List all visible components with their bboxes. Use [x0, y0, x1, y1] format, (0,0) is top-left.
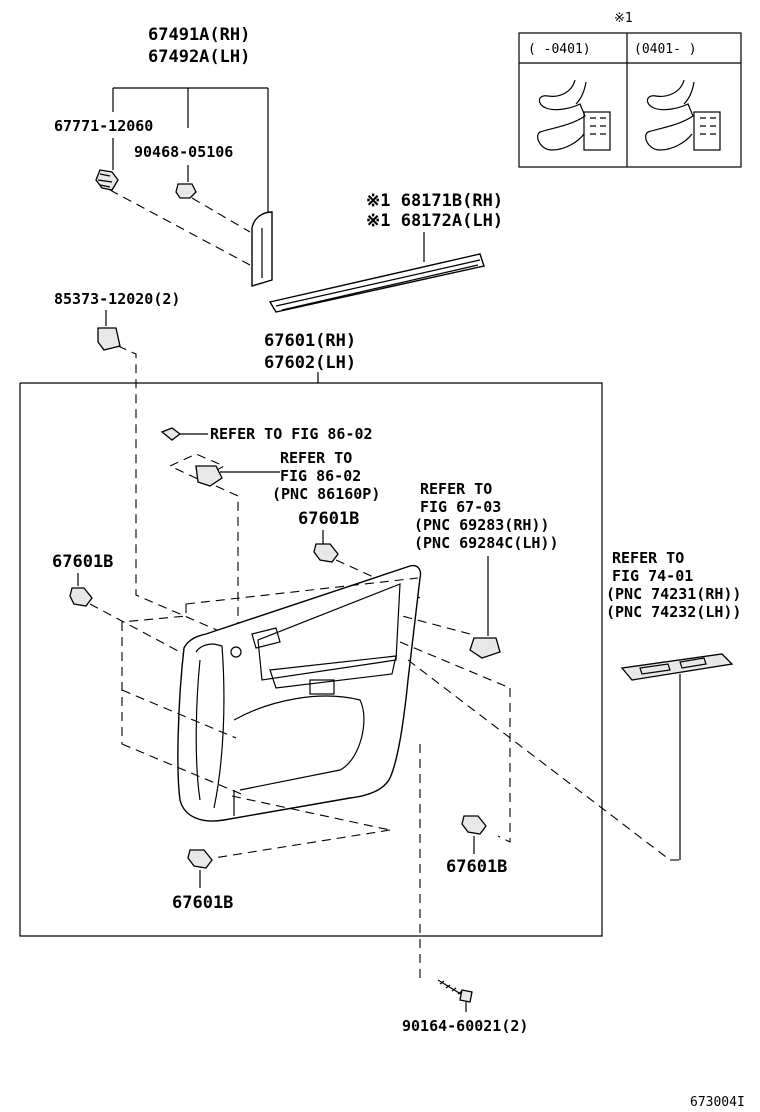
label-90468-05106: 90468-05106	[134, 143, 233, 161]
label-refer-67-03-4: (PNC 69284C(LH))	[414, 534, 559, 552]
nut-90468-icon	[175, 183, 197, 199]
weatherstrip-section-new	[645, 79, 721, 151]
label-clip-left: 67601B	[52, 552, 113, 572]
inset-col1-header: ( -0401)	[528, 42, 591, 57]
label-refer-86160p-2: FIG 86-02	[280, 467, 361, 485]
weatherstrip-68171b-icon	[268, 253, 485, 313]
clip-67601b-right-icon	[461, 815, 487, 835]
label-refer-74-01-3: (PNC 74231(RH))	[606, 585, 741, 603]
inset-col2-header: (0401- )	[634, 42, 697, 57]
figure-code: 673004I	[690, 1095, 745, 1110]
label-refer-74-01-2: FIG 74-01	[612, 567, 693, 585]
label-67771-12060: 67771-12060	[54, 117, 153, 135]
label-refer-67-03-1: REFER TO	[420, 480, 492, 498]
power-window-switch-panel-icon	[620, 653, 734, 681]
clip-85373-icon	[97, 327, 121, 351]
label-68171b: ※1 68171B(RH)	[366, 191, 503, 211]
label-refer-67-03-3: (PNC 69283(RH))	[414, 516, 549, 534]
label-refer-74-01-1: REFER TO	[612, 549, 684, 567]
inset-table: ※1 ( -0401) (0401- )	[518, 11, 742, 168]
label-90164-60021: 90164-60021(2)	[402, 1017, 528, 1035]
garnish-67491a-icon	[251, 211, 273, 287]
label-refer-86160p-3: (PNC 86160P)	[272, 485, 380, 503]
label-refer-86160p-1: REFER TO	[280, 449, 352, 467]
clip-67601b-left-icon	[69, 587, 93, 607]
label-refer-74-01-4: (PNC 74232(LH))	[606, 603, 741, 621]
weatherstrip-section-old	[537, 79, 611, 151]
clip-67601b-bottom-icon	[187, 849, 213, 869]
lamp-69283-icon	[469, 637, 501, 659]
clip-67771-icon	[95, 169, 119, 191]
label-85373-12020: 85373-12020(2)	[54, 290, 180, 308]
label-67602: 67602(LH)	[264, 353, 356, 373]
label-67491a: 67491A(RH)	[148, 25, 250, 45]
main-frame	[19, 382, 603, 937]
label-refer-67-03-2: FIG 67-03	[420, 498, 501, 516]
inset-frame	[518, 32, 742, 168]
label-68172a: ※1 68172A(LH)	[366, 211, 503, 231]
label-refer-86-02: REFER TO FIG 86-02	[210, 425, 373, 443]
clip-67601b-top-icon	[313, 543, 339, 563]
handle-cup-86160p-icon	[168, 453, 226, 487]
label-67492a: 67492A(LH)	[148, 47, 250, 67]
label-clip-top: 67601B	[298, 509, 359, 529]
label-67601: 67601(RH)	[264, 331, 356, 351]
label-clip-bottom: 67601B	[172, 893, 233, 913]
inset-mark: ※1	[614, 11, 633, 26]
screw-90164-icon	[437, 979, 473, 1003]
screw-86-02-icon	[160, 427, 182, 441]
label-clip-right: 67601B	[446, 857, 507, 877]
door-trim-panel-icon	[121, 564, 422, 822]
